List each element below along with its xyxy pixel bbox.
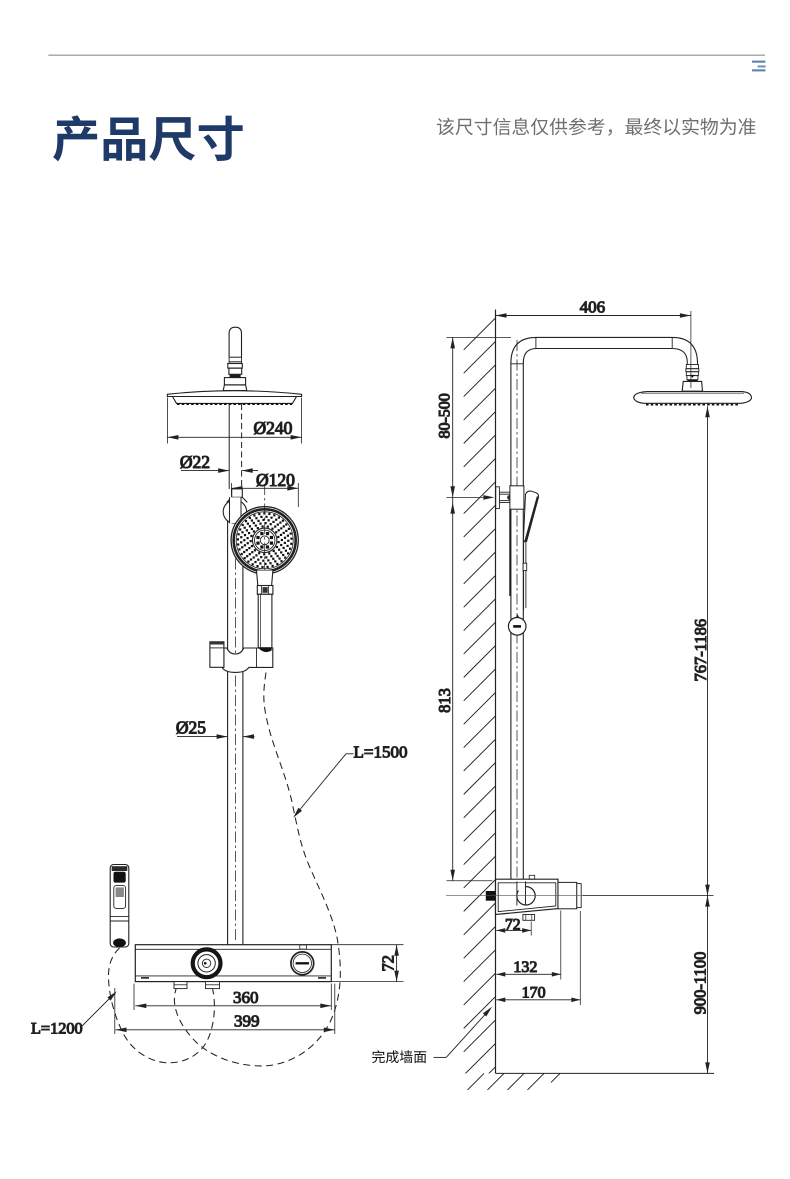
- svg-text:72: 72: [379, 955, 398, 972]
- svg-text:406: 406: [580, 297, 606, 316]
- svg-text:Ø120: Ø120: [256, 470, 295, 490]
- svg-text:L=1200: L=1200: [31, 1019, 83, 1038]
- svg-text:132: 132: [513, 959, 537, 976]
- svg-text:767-1186: 767-1186: [691, 619, 710, 682]
- svg-text:360: 360: [233, 988, 259, 1007]
- svg-text:72: 72: [505, 916, 521, 933]
- svg-text:813: 813: [435, 688, 454, 713]
- svg-text:399: 399: [234, 1012, 260, 1031]
- svg-text:900-1100: 900-1100: [691, 952, 710, 1015]
- svg-text:Ø25: Ø25: [176, 718, 206, 738]
- svg-text:Ø240: Ø240: [254, 418, 293, 438]
- svg-text:Ø22: Ø22: [180, 452, 210, 472]
- svg-text:170: 170: [522, 984, 546, 1001]
- svg-text:80-500: 80-500: [437, 393, 454, 438]
- svg-text:L=1500: L=1500: [354, 743, 408, 762]
